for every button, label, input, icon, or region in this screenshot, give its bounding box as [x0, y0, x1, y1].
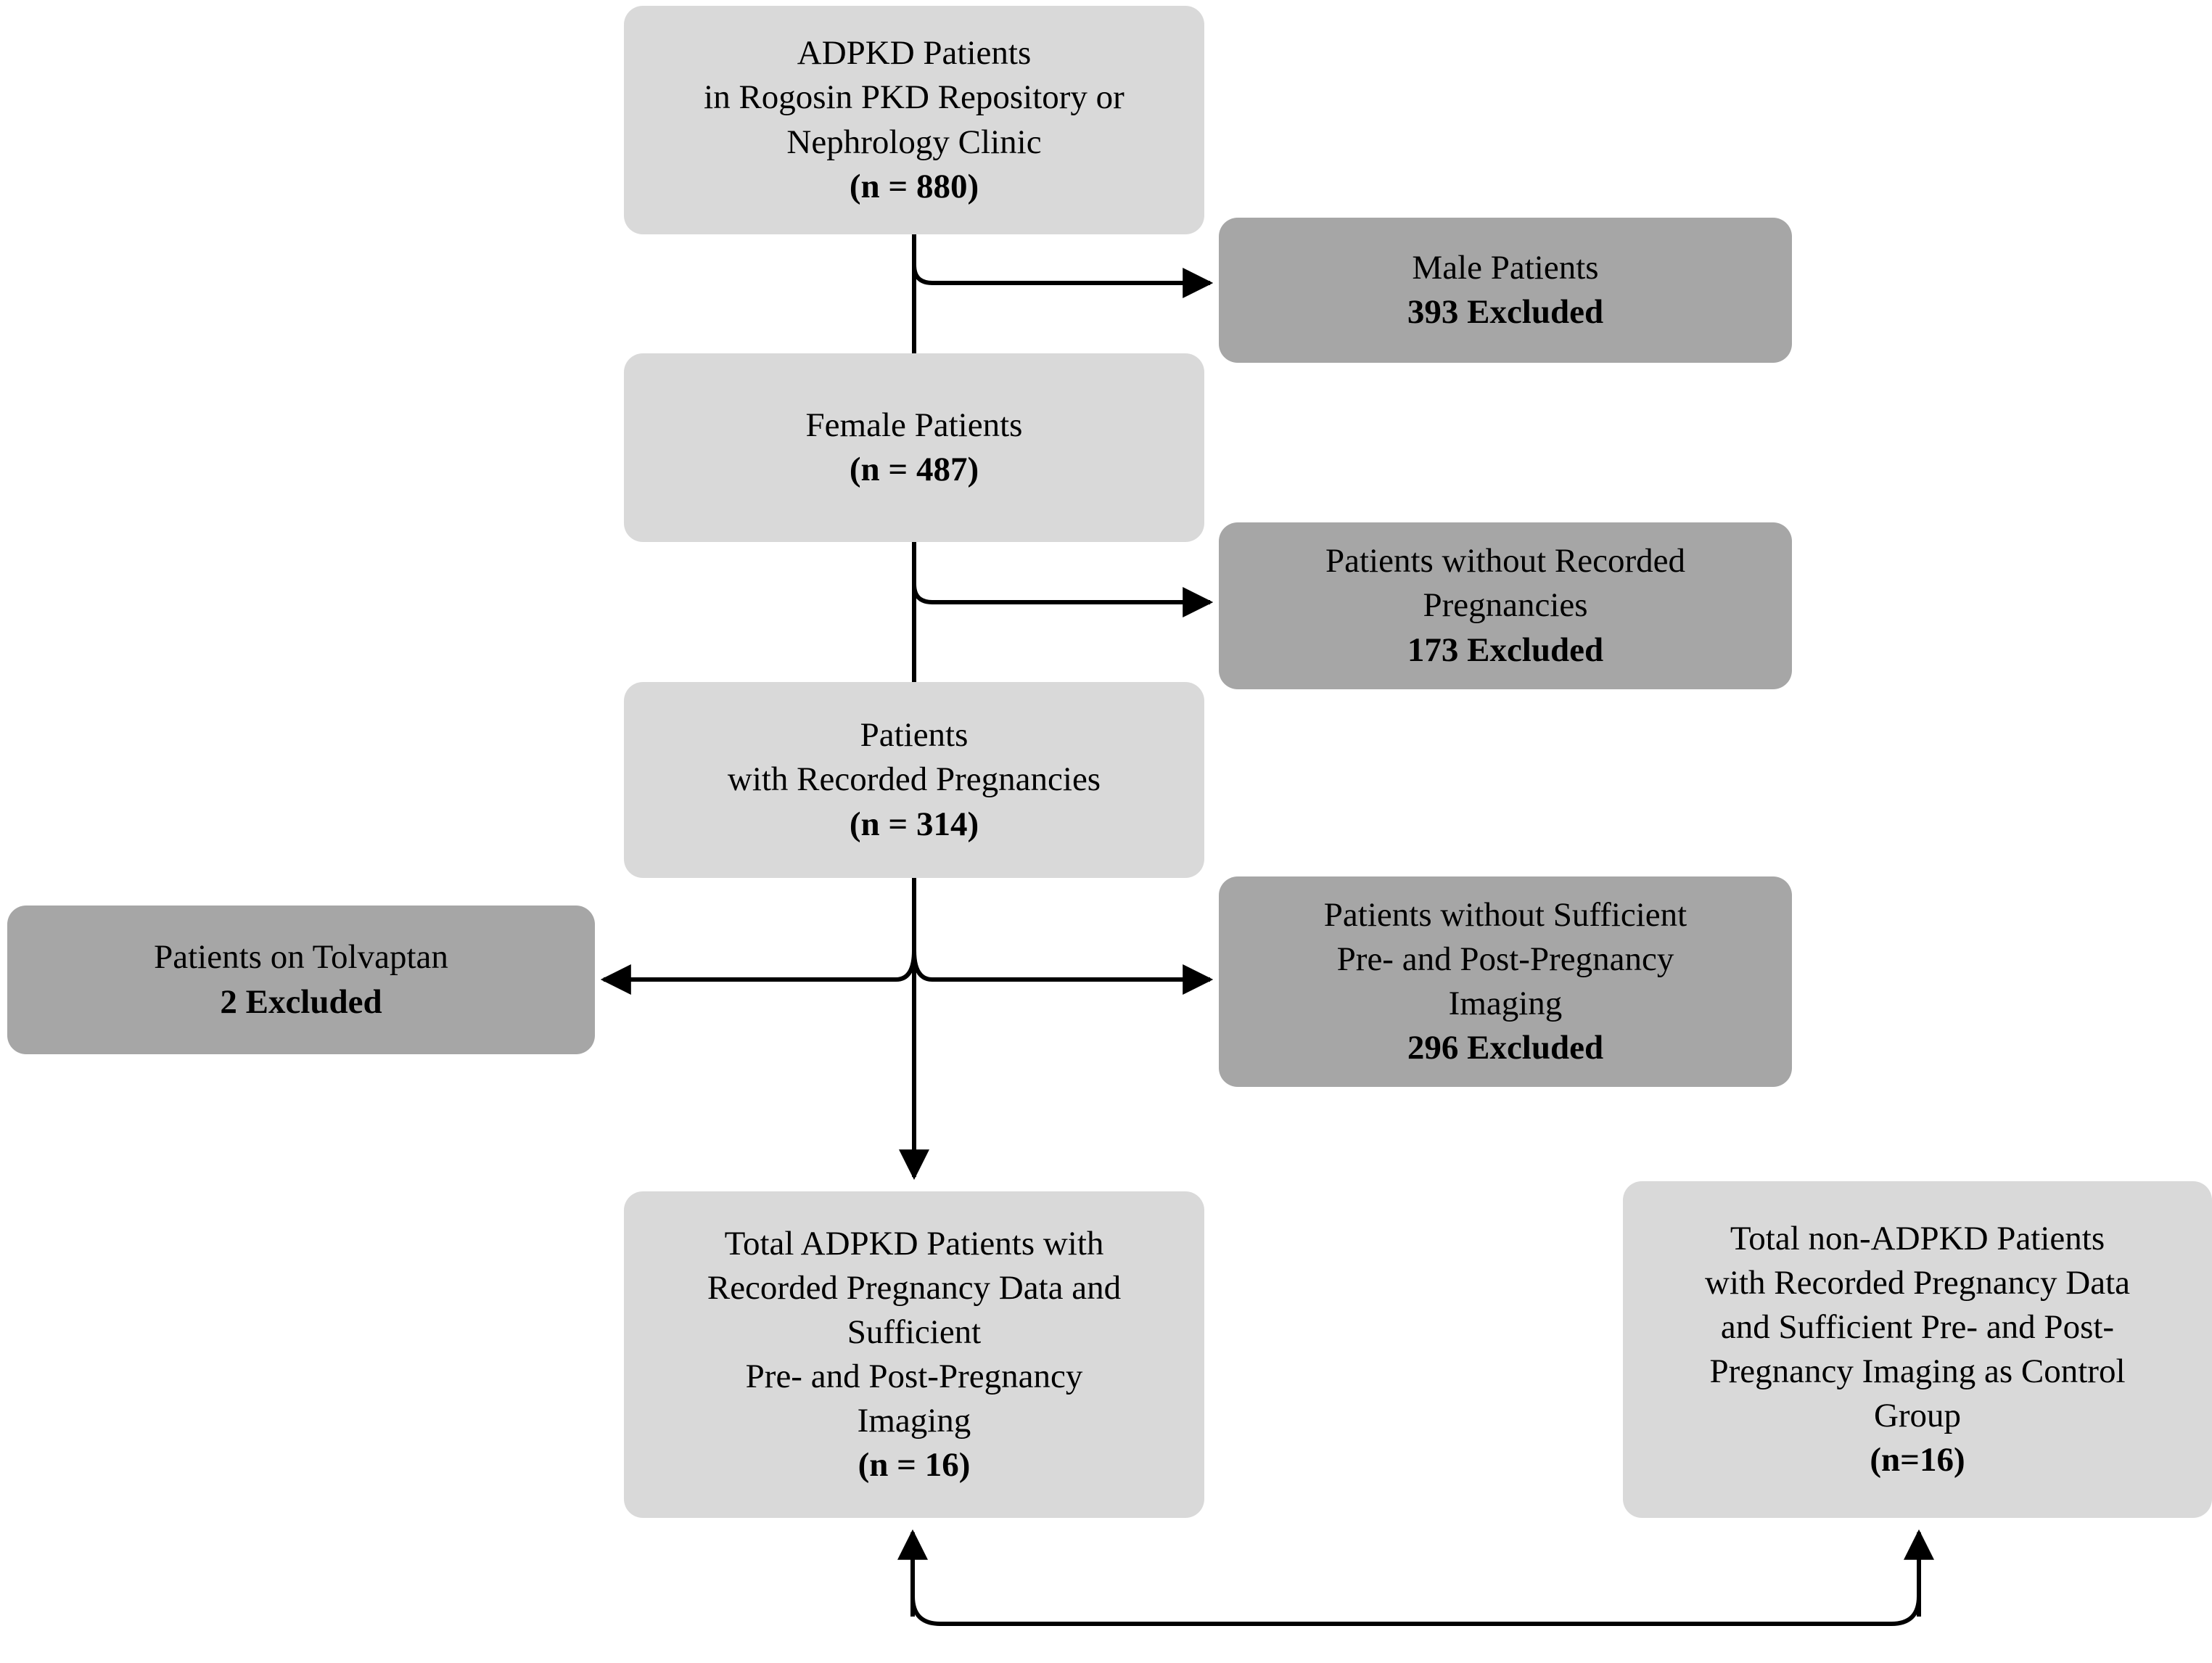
- node-line: Sufficient: [847, 1313, 982, 1351]
- node-line: Total ADPKD Patients with: [724, 1224, 1104, 1262]
- node-line: with Recorded Pregnancy Data: [1705, 1263, 2130, 1302]
- node-count: 296 Excluded: [1407, 1029, 1604, 1067]
- node-line: Imaging: [1448, 985, 1563, 1022]
- node-patients-with-recorded-pregnancies[interactable]: Patients with Recorded Pregnancies (n = …: [624, 682, 1204, 878]
- node-line: in Rogosin PKD Repository or: [704, 78, 1124, 117]
- node-line: Total non-ADPKD Patients: [1730, 1219, 2105, 1257]
- node-line: Pregnancies: [1423, 586, 1588, 625]
- node-insufficient-imaging-excluded[interactable]: Patients without Sufficient Pre- and Pos…: [1219, 876, 1792, 1087]
- node-line: Patients: [860, 716, 969, 755]
- edge-source-to-male-excluded: [912, 236, 1214, 298]
- node-count: 2 Excluded: [220, 982, 382, 1021]
- node-count: (n = 487): [849, 451, 979, 488]
- node-count: (n = 314): [849, 805, 979, 843]
- edge-pregnancies-to-tolvaptan-excluded: [600, 950, 916, 995]
- node-no-recorded-pregnancies-excluded[interactable]: Patients without Recorded Pregnancies 17…: [1219, 522, 1792, 689]
- node-line: Male Patients: [1412, 248, 1599, 287]
- node-tolvaptan-excluded[interactable]: Patients on Tolvaptan 2 Excluded: [7, 906, 595, 1054]
- node-line: with Recorded Pregnancies: [727, 760, 1101, 799]
- node-line: ADPKD Patients: [797, 34, 1032, 73]
- node-final-control-cohort[interactable]: Total non-ADPKD Patients with Recorded P…: [1623, 1181, 2212, 1518]
- node-line: Patients without Recorded: [1325, 542, 1686, 580]
- node-count: 393 Excluded: [1407, 293, 1604, 331]
- node-line: Pre- and Post-Pregnancy: [1336, 940, 1674, 978]
- node-line: Patients without Sufficient: [1323, 895, 1687, 934]
- node-count: (n = 16): [858, 1446, 971, 1485]
- node-adpkd-source-population[interactable]: ADPKD Patients in Rogosin PKD Repository…: [624, 6, 1204, 234]
- node-line: Group: [1873, 1397, 1962, 1435]
- node-female-patients[interactable]: Female Patients (n = 487): [624, 353, 1204, 542]
- node-count: (n = 880): [849, 167, 979, 205]
- node-count: (n=16): [1870, 1441, 1965, 1479]
- node-line: Recorded Pregnancy Data and: [707, 1268, 1122, 1307]
- node-line: Patients on Tolvaptan: [154, 938, 448, 977]
- edge-pregnancies-to-no-imaging-excluded: [912, 950, 1214, 995]
- node-line: Pregnancy Imaging as Control: [1709, 1352, 2126, 1390]
- node-count: 173 Excluded: [1407, 631, 1604, 669]
- edge-female-to-no-pregnancy-excluded: [912, 544, 1214, 617]
- node-line: Nephrology Clinic: [786, 123, 1042, 161]
- node-final-adpkd-cohort[interactable]: Total ADPKD Patients with Recorded Pregn…: [624, 1191, 1204, 1518]
- edge-control-match-link: [897, 1529, 1934, 1626]
- node-line: and Sufficient Pre- and Post-: [1720, 1307, 2115, 1346]
- node-line: Female Patients: [805, 406, 1023, 444]
- node-line: Pre- and Post-Pregnancy: [745, 1358, 1083, 1395]
- node-line: Imaging: [857, 1402, 971, 1440]
- node-male-patients-excluded[interactable]: Male Patients 393 Excluded: [1219, 218, 1792, 363]
